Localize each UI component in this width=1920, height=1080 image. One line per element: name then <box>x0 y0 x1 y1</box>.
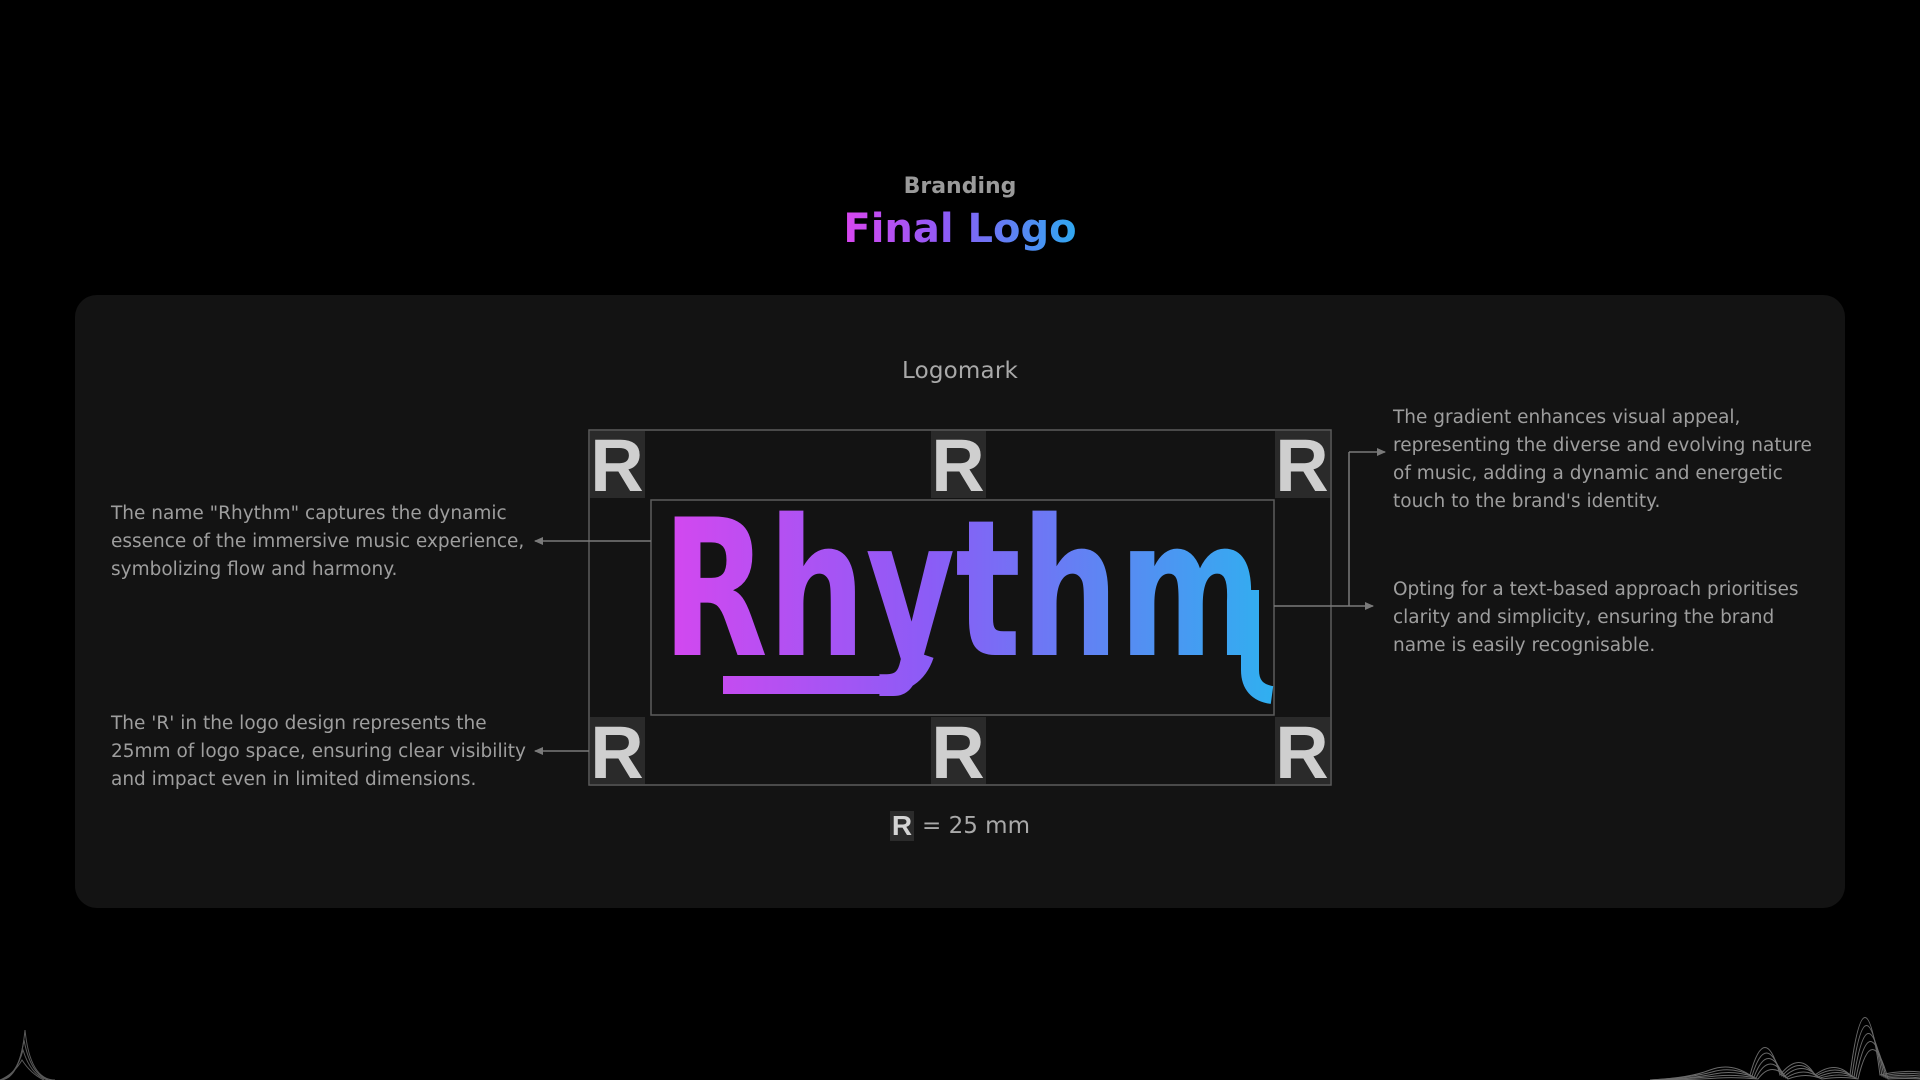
note-text-based: Opting for a text-based approach priorit… <box>1393 579 1799 656</box>
rhythm-wordmark: Rhythm <box>662 479 1262 700</box>
sound-wave-left <box>0 1029 56 1080</box>
wordmark-swoosh <box>723 651 934 694</box>
note-gradient: The gradient enhances visual appeal, rep… <box>1393 407 1812 512</box>
spacing-tile-bg-top-center <box>931 431 986 498</box>
spacing-tile-top-right: R <box>1275 424 1328 507</box>
spacing-tile-bg-bottom-right <box>1275 717 1330 784</box>
spacing-tile-bottom-center: R <box>931 711 984 794</box>
logo-inner-box <box>650 499 1275 716</box>
logomark-panel <box>75 295 1845 908</box>
wordmark-tail <box>1241 590 1274 704</box>
spacing-tiles: R R R R R R <box>590 424 1330 794</box>
page-title: Final Logo <box>0 203 1920 255</box>
scale-legend: R = 25 mm <box>0 811 1920 841</box>
page-title-text: Final Logo <box>843 206 1077 252</box>
clear-space-outer-box <box>588 429 1332 786</box>
note-name-meaning: The name "Rhythm" captures the dynamic e… <box>111 503 525 580</box>
spacing-tile-bg-bottom-center <box>931 717 986 784</box>
sound-wave-right <box>1650 1017 1920 1080</box>
spacing-tile-bg-top-right <box>1275 431 1330 498</box>
spacing-tile-bg-bottom-left <box>590 717 645 784</box>
spacing-tile-bottom-left: R <box>590 711 643 794</box>
section-eyebrow: Branding <box>903 174 1017 199</box>
note-r-spacing: The 'R' in the logo design represents th… <box>111 713 526 790</box>
spacing-tile-bg-top-left <box>590 431 645 498</box>
legend-r-glyph: R <box>890 810 914 841</box>
panel-label: Logomark <box>901 358 1019 384</box>
spacing-tile-top-center: R <box>931 424 984 507</box>
spacing-tile-bottom-right: R <box>1275 711 1328 794</box>
legend-text: = 25 mm <box>922 813 1030 839</box>
spacing-tile-top-left: R <box>590 424 643 507</box>
